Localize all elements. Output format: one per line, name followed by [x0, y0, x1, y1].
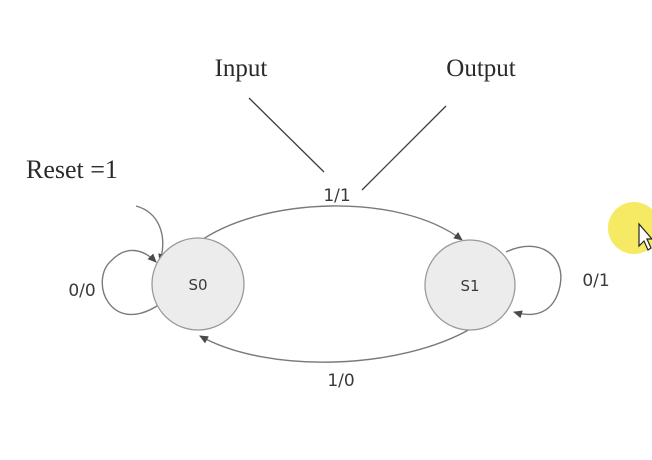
output-pointer-line [361, 105, 447, 191]
self-loop-s1 [505, 245, 562, 319]
transition-label-s1-to-s0: 1/0 [327, 371, 354, 391]
input-annotation: Input [215, 55, 268, 82]
transition-label-s0-to-s1: 1/1 [323, 186, 350, 206]
state-label-s1: S1 [460, 277, 479, 295]
transition-arc-s1-to-s0 [199, 327, 473, 363]
self-loop-label-s0: 0/0 [68, 281, 95, 301]
cursor-highlight [608, 202, 652, 254]
transition-arc-s0-to-s1 [195, 205, 463, 245]
state-label-s0: S0 [188, 276, 207, 294]
input-pointer-line [248, 97, 325, 173]
mouse-cursor-icon [638, 222, 652, 251]
output-annotation: Output [446, 55, 516, 82]
state-node-s1 [424, 239, 516, 331]
reset-arrow [135, 205, 167, 263]
self-loop-s0 [101, 249, 161, 316]
state-node-s0 [151, 237, 245, 331]
reset-annotation: Reset =1 [26, 155, 118, 184]
self-loop-label-s1: 0/1 [582, 271, 609, 291]
